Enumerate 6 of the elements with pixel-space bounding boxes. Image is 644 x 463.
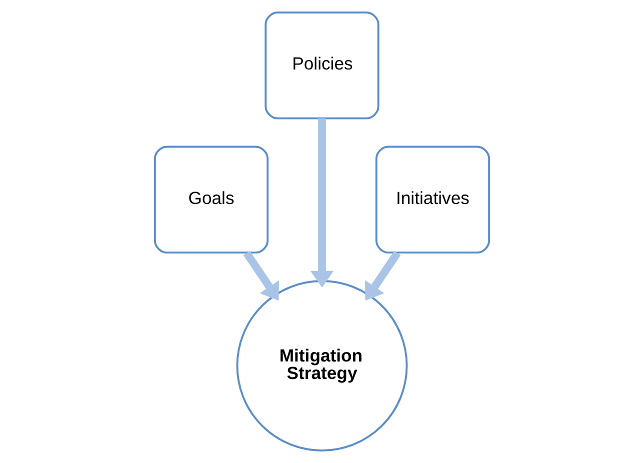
arrow: [243, 250, 280, 301]
node-box: Goals: [154, 146, 269, 254]
node-box: Initiatives: [375, 146, 490, 254]
arrow: [364, 250, 401, 301]
node-box: Policies: [264, 12, 380, 120]
arrow: [310, 118, 334, 288]
